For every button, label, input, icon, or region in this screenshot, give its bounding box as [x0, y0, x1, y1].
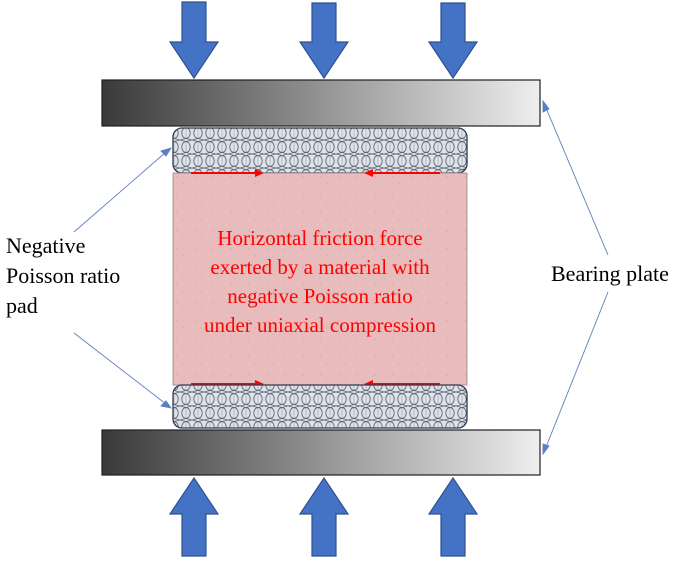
- npr-pad-label: Negative Poisson ratio pad: [6, 231, 166, 321]
- top-load-arrows: [168, 1, 479, 80]
- top-friction-arrows: [191, 169, 440, 177]
- top-bearing-plate: [101, 79, 541, 127]
- left-arrow-icon: [364, 169, 373, 177]
- bottom-bearing-plate: [101, 429, 541, 476]
- down-arrow-icon: [298, 2, 350, 80]
- bearing-plate-label: Bearing plate: [551, 261, 669, 286]
- npr-pad-label-line: Poisson ratio: [6, 263, 121, 288]
- bearing-plate-leader-lines: [542, 99, 609, 456]
- npr-pad-label-line: Negative: [6, 233, 86, 258]
- specimen-text-line: Horizontal friction force: [217, 226, 423, 250]
- down-arrow-icon: [168, 1, 220, 80]
- up-arrow-icon: [168, 476, 220, 557]
- npr-pad-label-line: pad: [6, 293, 38, 318]
- bottom-npr-pad: [172, 384, 468, 429]
- up-arrow-icon: [298, 476, 350, 557]
- specimen-text-line: under uniaxial compression: [203, 313, 437, 337]
- specimen-text-line: negative Poisson ratio: [227, 284, 413, 308]
- specimen-block: [172, 172, 468, 386]
- up-arrow-icon: [427, 476, 479, 557]
- bottom-load-arrows: [168, 476, 479, 557]
- top-npr-pad: [172, 127, 468, 174]
- specimen-text-line: exerted by a material with: [210, 255, 430, 279]
- down-arrow-icon: [427, 2, 479, 80]
- npr-pad-leader-lines: [73, 147, 173, 409]
- specimen-description: Horizontal friction force exerted by a m…: [173, 224, 467, 340]
- right-arrow-icon: [255, 169, 264, 177]
- bottom-friction-arrows: [191, 380, 440, 388]
